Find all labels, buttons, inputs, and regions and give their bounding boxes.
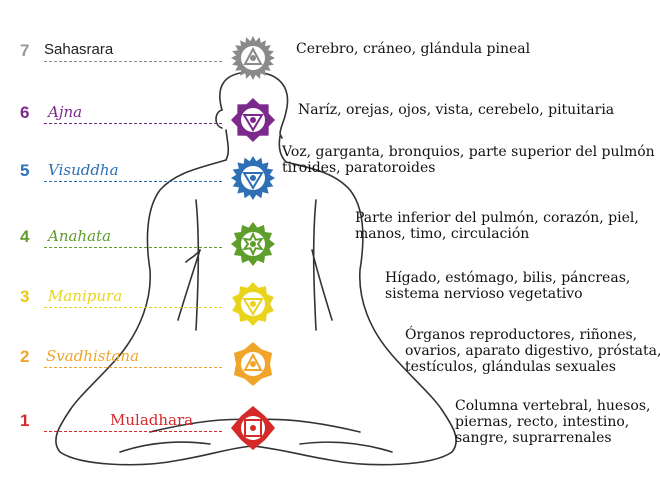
torso-right — [312, 199, 317, 331]
description-line: Parte inferior del pulmón, corazón, piel… — [355, 210, 639, 226]
description-line: sangre, suprarrenales — [455, 430, 612, 446]
leader-line — [44, 367, 222, 368]
chakra-description: Hígado, estómago, bilis, páncreas,sistem… — [385, 270, 630, 302]
chakra-name: Svadhistana — [46, 347, 140, 365]
chakra-name: Anahata — [48, 227, 112, 245]
chakra-name: Ajna — [48, 103, 83, 121]
inner-yantra — [243, 46, 263, 65]
description-line: Órganos reproductores, riñones, — [405, 327, 638, 343]
arm-right — [285, 161, 443, 411]
inner-yantra — [242, 231, 264, 257]
chakra-description: Órganos reproductores, riñones,ovarios, … — [405, 327, 660, 375]
description-line: Columna vertebral, huesos, — [455, 398, 651, 414]
description-line: manos, timo, circulación — [355, 226, 530, 242]
chakra-number-4: 4 — [20, 227, 30, 246]
description-line: tiroides, paratoroides — [282, 160, 436, 176]
center-dot — [250, 175, 256, 181]
chakra-description: Parte inferior del pulmón, corazón, piel… — [355, 210, 639, 242]
center-dot — [250, 117, 256, 123]
inner-yantra — [242, 298, 264, 316]
chakra-symbol-icon — [231, 36, 275, 80]
neck-right — [278, 135, 287, 163]
chakra-description: Columna vertebral, huesos,piernas, recto… — [455, 398, 650, 446]
description-line: sistema nervioso vegetativo — [385, 286, 583, 302]
chakra-description: Cerebro, cráneo, glándula pineal — [296, 41, 530, 57]
chakra-number-5: 5 — [20, 161, 30, 180]
center-dot — [250, 361, 256, 367]
leader-line — [44, 431, 222, 432]
chakra-name: Muladhara — [110, 411, 194, 429]
description-line: piernas, recto, intestino, — [455, 414, 630, 430]
description-line: Voz, garganta, bronquios, parte superior… — [282, 144, 655, 160]
head-outline — [219, 71, 289, 139]
chakra-number-1: 1 — [20, 411, 30, 430]
chakra-symbol-icon — [231, 222, 275, 266]
description-line: Naríz, orejas, ojos, vista, cerebelo, pi… — [298, 102, 615, 118]
center-dot — [250, 301, 256, 307]
inner-yantra — [242, 172, 264, 190]
center-dot — [250, 425, 256, 431]
chakra-name: Manipura — [48, 287, 123, 305]
ear-left — [215, 109, 223, 129]
neck-left — [225, 129, 230, 161]
inner-yantra — [244, 419, 262, 437]
leader-line — [44, 247, 222, 248]
chakra-symbol-icon — [231, 406, 275, 450]
chakra-number-7: 7 — [20, 41, 30, 60]
description-line: ovarios, aparato digestivo, próstata, — [405, 343, 660, 359]
chakra-symbol-icon — [231, 156, 275, 200]
chakra-symbol-icon — [232, 282, 274, 326]
chakra-name: Visuddha — [48, 161, 119, 179]
chakra-symbol-icon — [231, 98, 275, 142]
chakra-symbol-icon — [233, 342, 273, 386]
leader-line — [44, 123, 222, 124]
chakra-description: Naríz, orejas, ojos, vista, cerebelo, pi… — [298, 102, 614, 118]
chakra-name: Sahasrara — [44, 41, 114, 58]
inner-yantra — [242, 114, 264, 132]
chakra-number-3: 3 — [20, 287, 30, 306]
center-dot — [250, 241, 256, 247]
chakra-number-6: 6 — [20, 103, 30, 122]
inner-yantra — [243, 352, 263, 371]
leader-line — [44, 307, 222, 308]
leader-line — [44, 181, 222, 182]
torso-left — [195, 199, 200, 331]
description-line: testículos, glándulas sexuales — [405, 359, 616, 375]
chakra-number-2: 2 — [20, 347, 30, 366]
description-line: Hígado, estómago, bilis, páncreas, — [385, 270, 631, 286]
description-line: Cerebro, cráneo, glándula pineal — [296, 41, 531, 57]
center-dot — [250, 55, 256, 61]
arm-left — [69, 159, 227, 411]
chakra-description: Voz, garganta, bronquios, parte superior… — [282, 144, 655, 176]
leader-line — [44, 61, 222, 62]
